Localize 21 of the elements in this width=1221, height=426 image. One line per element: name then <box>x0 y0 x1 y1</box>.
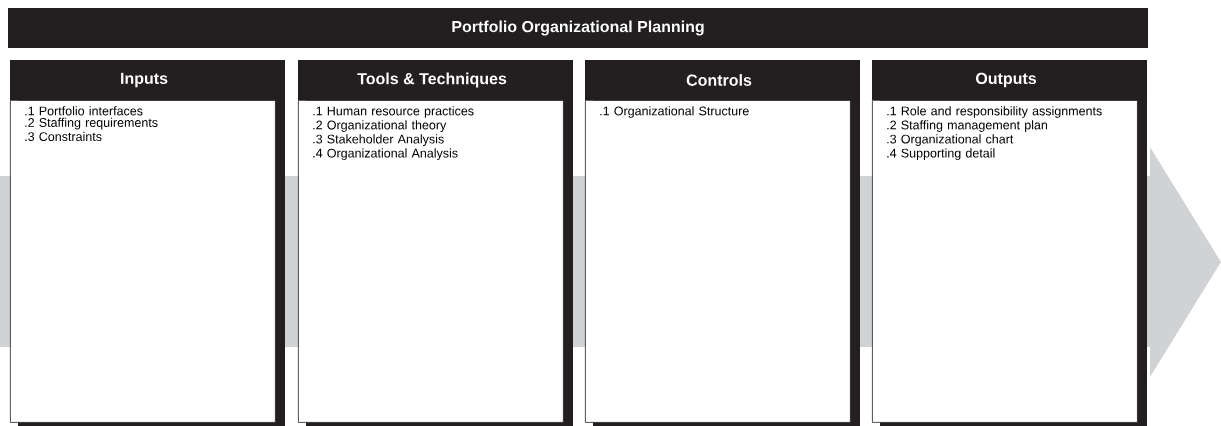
panel-heading: Outputs <box>976 72 1036 88</box>
list-item: .4 Organizational Analysis <box>313 148 458 160</box>
list-item: .4 Supporting detail <box>887 148 995 160</box>
panel <box>585 60 860 426</box>
list-item: .2 Organizational theory <box>313 120 447 132</box>
list-item: .1 Organizational Structure <box>600 106 749 118</box>
list-item: .3 Organizational chart <box>887 134 1014 146</box>
panel <box>10 60 285 426</box>
list-item: .2 Staffing management plan <box>887 120 1048 132</box>
list-item: .1 Human resource practices <box>313 106 474 118</box>
list-item: .2 Staffing requirements <box>25 117 158 130</box>
list-item: .3 Constraints <box>25 131 102 141</box>
panel <box>298 60 573 426</box>
title-banner: Portfolio Organizational Planning <box>8 8 1148 48</box>
list-item: .1 Role and responsibility assignments <box>887 106 1102 118</box>
list-item: .3 Stakeholder Analysis <box>313 134 444 146</box>
list-item: .1 Portfolio interfaces <box>25 106 143 116</box>
panel-heading: Controls <box>686 74 752 86</box>
panel-heading: Tools & Techniques <box>357 72 507 88</box>
panel <box>872 60 1147 426</box>
panel-heading: Inputs <box>121 72 168 88</box>
